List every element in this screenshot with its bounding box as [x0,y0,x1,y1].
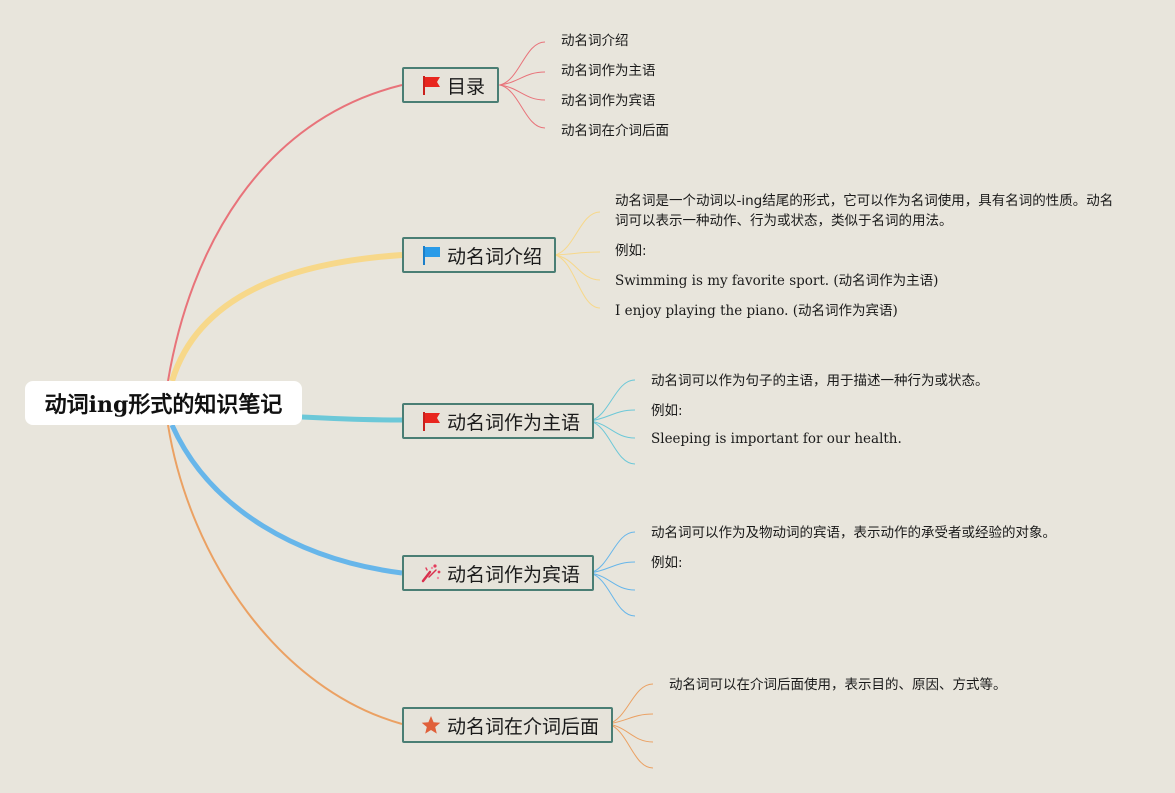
topic-intro[interactable]: 动名词介绍 [402,237,557,273]
subject-example-1[interactable]: Sleeping is important for our health. [651,431,902,447]
intro-leaf-connectors [550,211,601,309]
subject-example-label[interactable]: 例如: [651,403,683,419]
intro-definition[interactable]: 动名词是一个动词以-ing结尾的形式，它可以作为名词使用，具有名词的性质。动名词… [615,193,1114,229]
object-leaf-connectors [586,531,636,617]
branch-line-preposition [167,424,403,725]
subject-leaf-connectors [586,379,636,465]
topic-subject-label: 动名词作为主语 [447,411,581,434]
object-definition[interactable]: 动名词可以作为及物动词的宾语，表示动作的承受者或经验的对象。 [651,525,1056,541]
intro-example-1[interactable]: Swimming is my favorite sport. (动名词作为主语) [615,273,939,289]
blue-flag-icon [420,244,442,266]
preposition-definition[interactable]: 动名词可以在介词后面使用，表示目的、原因、方式等。 [669,677,1007,693]
party-popper-icon [420,562,442,584]
root-title: 动词ing形式的知识笔记 [44,392,283,418]
topic-object-label: 动名词作为宾语 [447,563,581,586]
branch-line-toc [167,84,403,382]
object-example-label[interactable]: 例如: [651,555,683,571]
toc-item-subject[interactable]: 动名词作为主语 [561,63,656,79]
toc-item-intro[interactable]: 动名词介绍 [561,33,629,49]
branch-line-intro [169,252,403,382]
red-flag-icon [420,74,442,96]
branch-line-subject [301,414,403,423]
toc-item-object[interactable]: 动名词作为宾语 [561,93,656,109]
topic-object[interactable]: 动名词作为宾语 [402,555,595,591]
intro-example-label[interactable]: 例如: [615,243,647,259]
red-flag-icon [420,410,442,432]
star-icon [420,714,442,736]
branch-line-object [169,423,403,576]
root-node[interactable]: 动词ing形式的知识笔记 [25,381,302,425]
intro-example-2[interactable]: I enjoy playing the piano. (动名词作为宾语) [615,303,898,319]
topic-subject[interactable]: 动名词作为主语 [402,403,595,439]
topic-preposition-label: 动名词在介词后面 [447,715,600,738]
topic-intro-label: 动名词介绍 [447,245,543,268]
topic-toc-label: 目录 [447,75,486,98]
subject-definition[interactable]: 动名词可以作为句子的主语，用于描述一种行为或状态。 [651,373,989,389]
toc-item-preposition[interactable]: 动名词在介词后面 [561,123,669,139]
topic-toc[interactable]: 目录 [402,67,500,103]
topic-preposition[interactable]: 动名词在介词后面 [402,707,614,743]
